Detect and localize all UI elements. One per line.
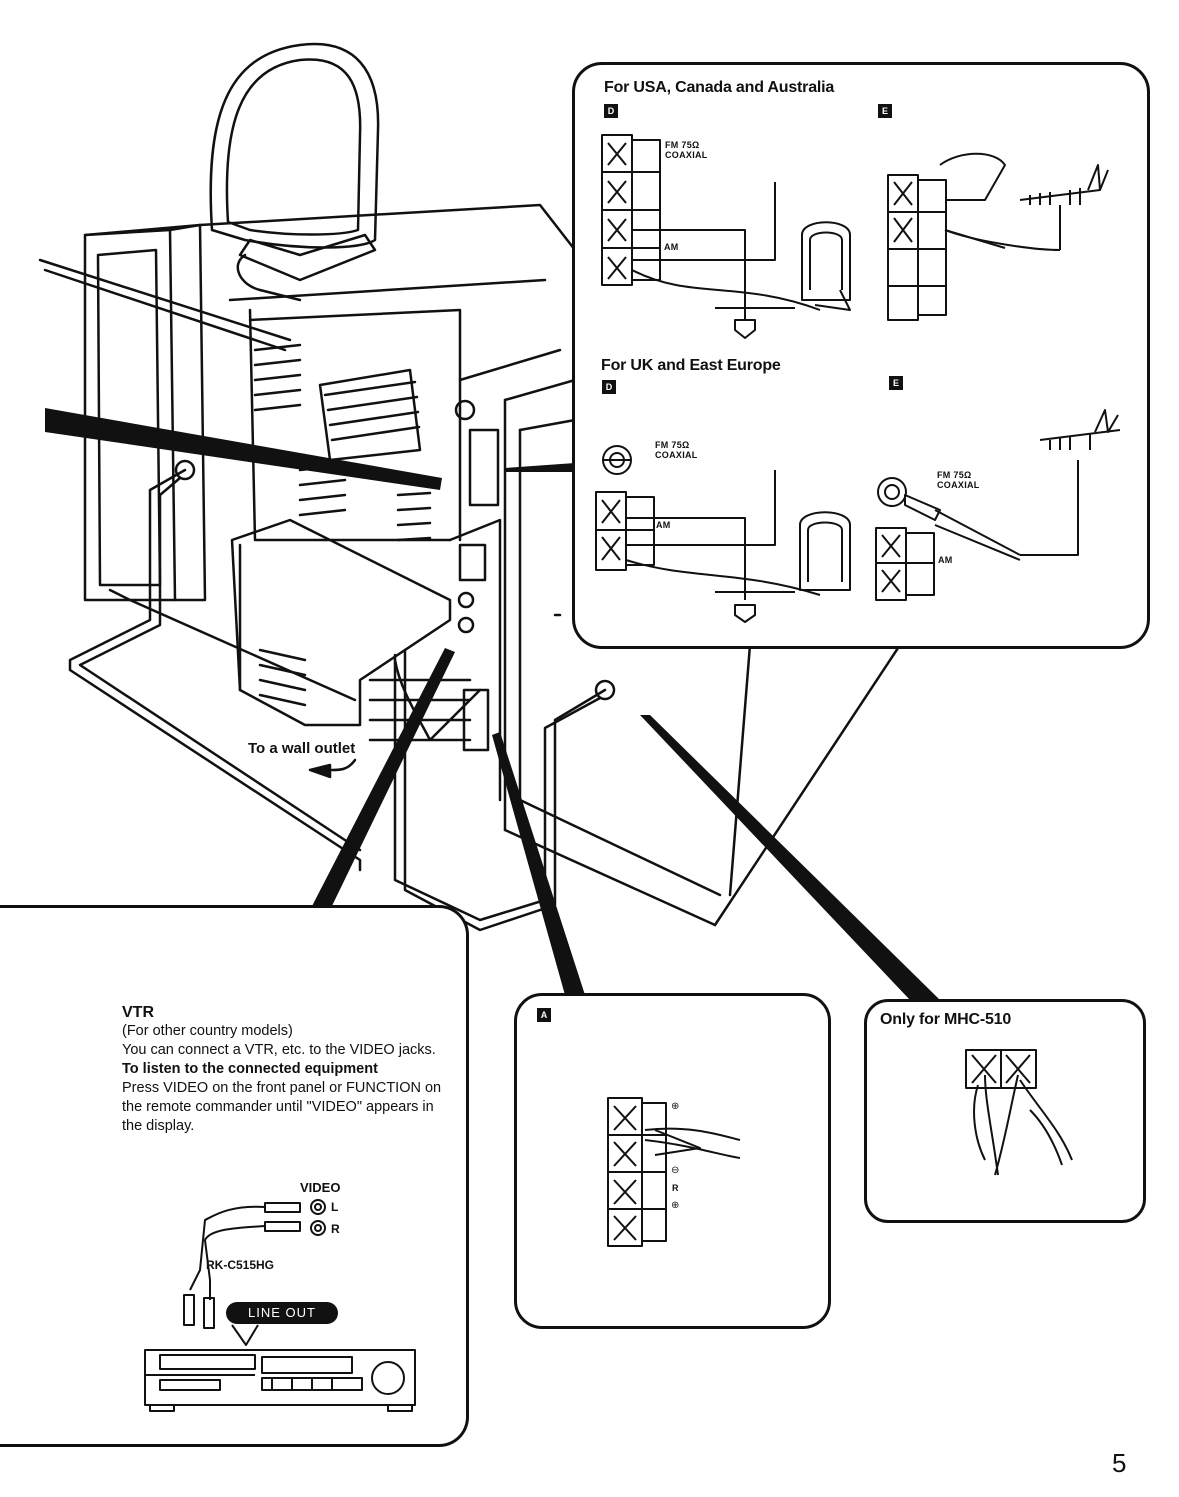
line-out-badge: LINE OUT [226,1302,338,1324]
uk-heading: For UK and East Europe [601,357,781,374]
vtr-subtitle: (For other country models) [122,1023,293,1039]
wall-outlet-label: To a wall outlet [248,740,356,757]
loop-antenna-icon [209,42,380,302]
antenna-connection-panel [572,62,1150,649]
vtr-panel [0,905,469,1447]
vtr-text2: Press VIDEO on the front panel or FUNCTI… [122,1080,442,1134]
vtr-instructions: VTR (For other country models) You can c… [122,1003,442,1136]
uk-am-label-left: AM [656,520,671,530]
page-number: 5 [1112,1448,1127,1478]
usa-fm-label: FM 75Ω COAXIAL [665,140,708,160]
mhc510-panel [864,999,1146,1223]
mhc510-heading: Only for MHC-510 [880,1011,1012,1028]
main-unit-icon [198,203,577,802]
speaker-r-label: R [672,1183,679,1193]
usa-heading: For USA, Canada and Australia [604,79,835,96]
pointer-left-to-antenna [45,408,442,490]
usa-badge-e: E [878,104,892,118]
video-l-label: L [331,1200,339,1214]
transformer-box-icon [230,518,452,727]
speaker-minus-1: ⊖ [671,1165,680,1176]
uk-am-label-right: AM [938,555,953,565]
speaker-badge-a: A [537,1008,551,1022]
vtr-title: VTR [122,1004,154,1021]
speaker-panel [514,993,831,1329]
uk-badge-e: E [889,376,903,390]
video-r-label: R [331,1222,340,1236]
cable-label: RK-C515HG [206,1258,275,1272]
video-label: VIDEO [300,1180,341,1195]
speaker-plus-1: ⊕ [671,1101,680,1112]
uk-fm-label-right: FM 75Ω COAXIAL [937,470,980,490]
vtr-text1: You can connect a VTR, etc. to the VIDEO… [122,1042,436,1058]
uk-badge-d: D [602,380,616,394]
uk-fm-label-left: FM 75Ω COAXIAL [655,440,698,460]
usa-am-label: AM [664,242,679,252]
usa-badge-d: D [604,104,618,118]
speaker-plus-2: ⊕ [671,1200,680,1211]
vtr-bold-heading: To listen to the connected equipment [122,1061,378,1077]
